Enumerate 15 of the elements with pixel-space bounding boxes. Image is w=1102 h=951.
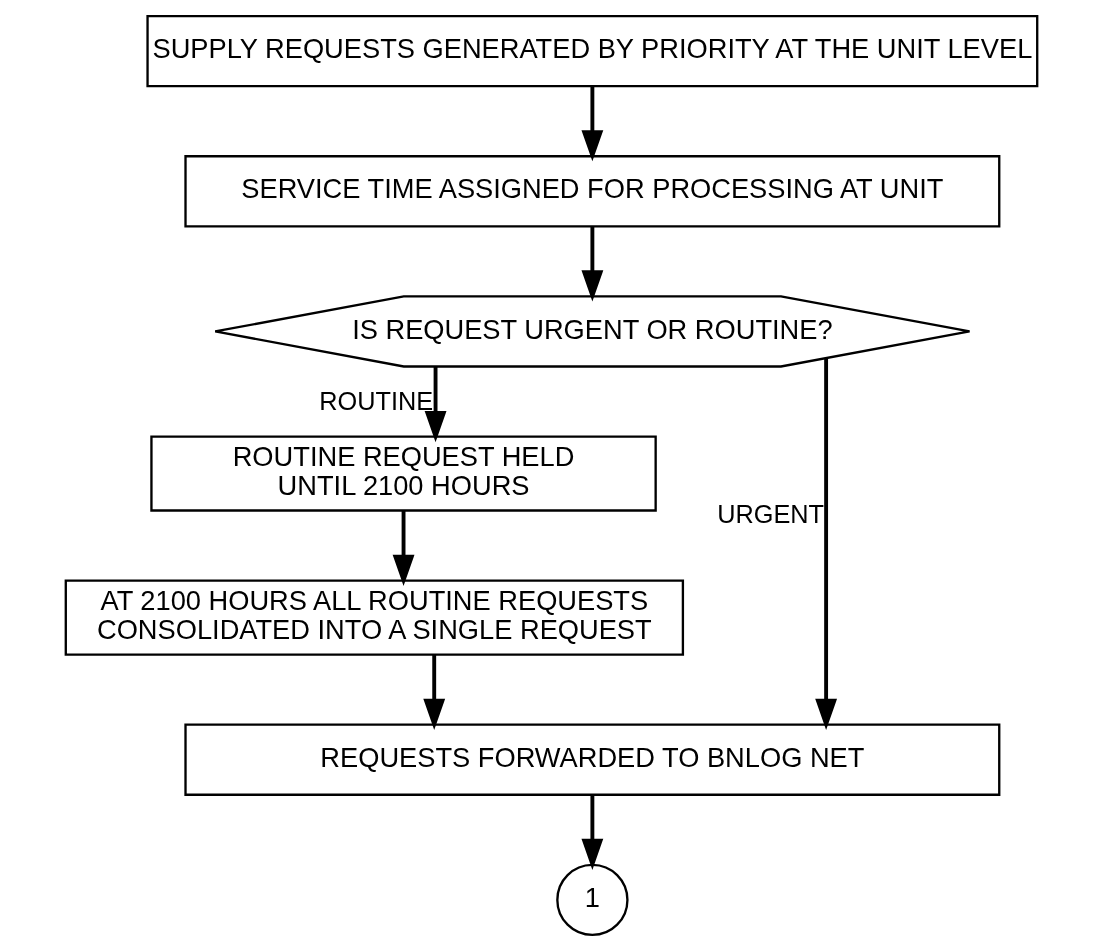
edge-label: URGENT — [716, 499, 824, 528]
node-box: SERVICE TIME ASSIGNED FOR PROCESSING AT UNIT — [183, 155, 1000, 228]
arrow — [580, 86, 603, 162]
node-circle: 1 — [555, 863, 629, 937]
arrow — [392, 510, 414, 587]
arrow — [814, 358, 837, 731]
edge-label: ROUTINE — [318, 387, 433, 416]
node-box: AT 2100 HOURS ALL ROUTINE REQUESTS CONSOLIDATED INTO A SINGLE REQUEST — [64, 579, 684, 656]
arrow — [424, 366, 446, 443]
arrow — [580, 795, 603, 870]
arrow — [580, 226, 603, 302]
node-box: REQUESTS FORWARDED TO BNLOG NET — [183, 723, 1000, 796]
node-box: SUPPLY REQUESTS GENERATED BY PRIORITY AT THE UNIT LEVEL — [145, 14, 1038, 88]
arrow — [422, 654, 445, 730]
node-box: ROUTINE REQUEST HELD UNTIL 2100 HOURS — [149, 435, 657, 512]
